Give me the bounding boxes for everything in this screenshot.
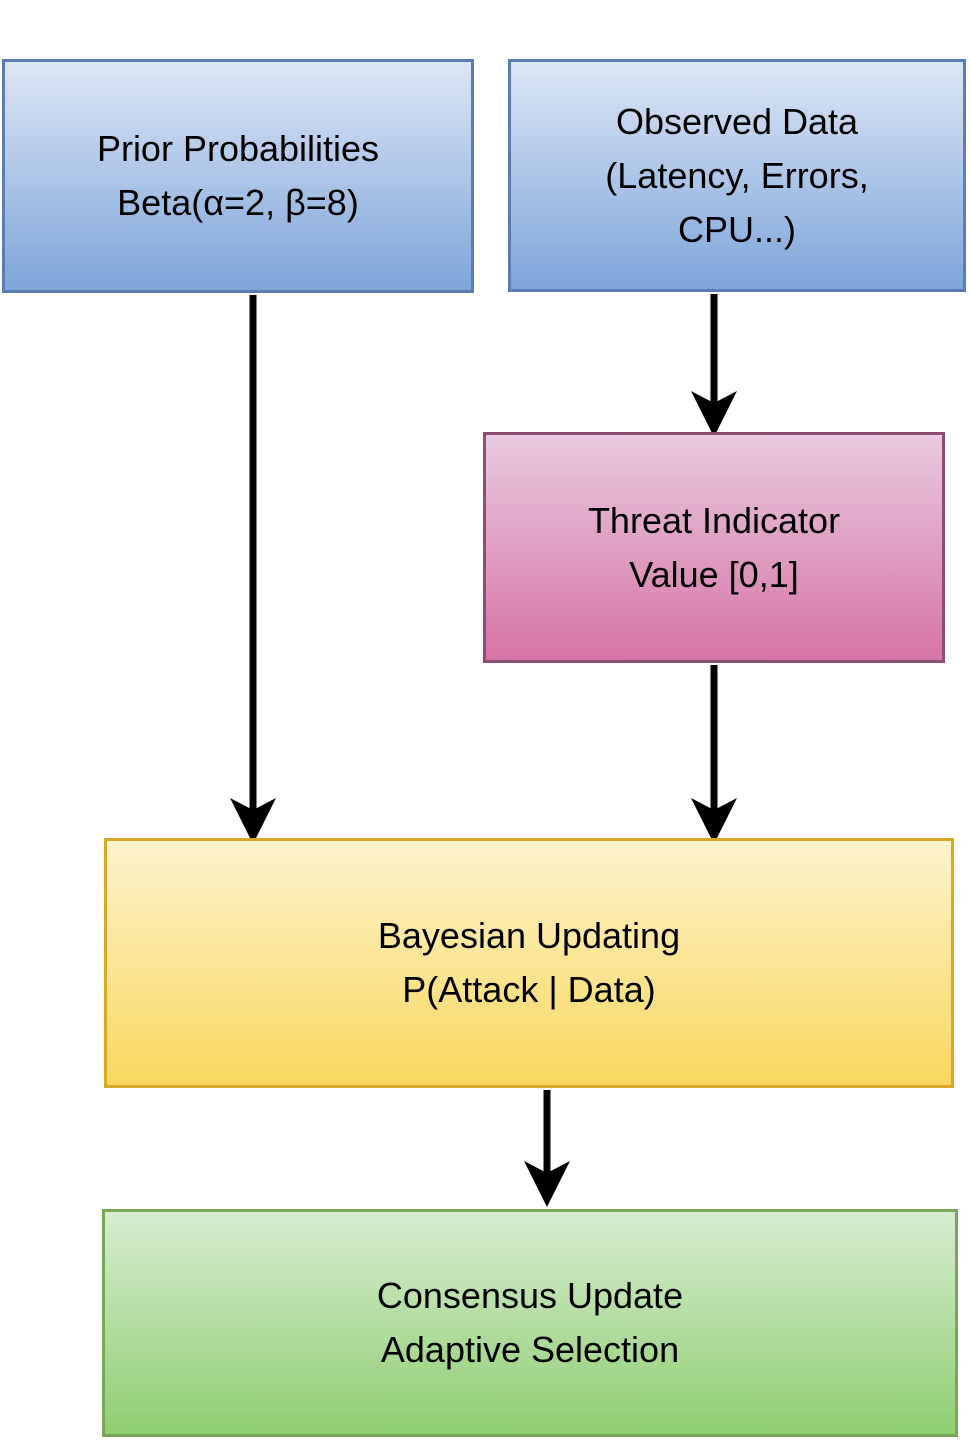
node-label-line: Beta(α=2, β=8) [117, 182, 359, 223]
node-label-line: Bayesian Updating [377, 915, 681, 956]
node-prior-probabilities: Prior Probabilities Beta(α=2, β=8) [2, 59, 474, 293]
arrow-prior-to-bayesian [230, 295, 276, 844]
node-threat-indicator: Threat Indicator Value [0,1] [483, 432, 945, 663]
node-label-line: Prior Probabilities [96, 128, 380, 169]
node-label-line: CPU...) [677, 208, 796, 250]
arrow-head-icon [691, 391, 737, 437]
node-label-line: Value [0,1] [629, 553, 799, 595]
arrow-bayesian-to-consensus [524, 1090, 570, 1207]
node-label-line: P(Attack | Data) [402, 969, 656, 1010]
node-consensus-update: Consensus Update Adaptive Selection [102, 1209, 958, 1437]
arrow-observed-to-threat [691, 294, 737, 437]
arrow-head-icon [524, 1161, 570, 1207]
node-label-line: Consensus Update [376, 1275, 684, 1316]
node-label-line: (Latency, Errors, [605, 154, 869, 196]
node-observed-data: Observed Data (Latency, Errors, CPU...) [508, 59, 966, 292]
node-label-line: Observed Data [615, 100, 859, 142]
node-bayesian-updating: Bayesian Updating P(Attack | Data) [104, 838, 954, 1088]
node-label-line: Threat Indicator [587, 499, 841, 541]
node-label-line: Adaptive Selection [380, 1329, 680, 1370]
arrow-threat-to-bayesian [691, 665, 737, 844]
